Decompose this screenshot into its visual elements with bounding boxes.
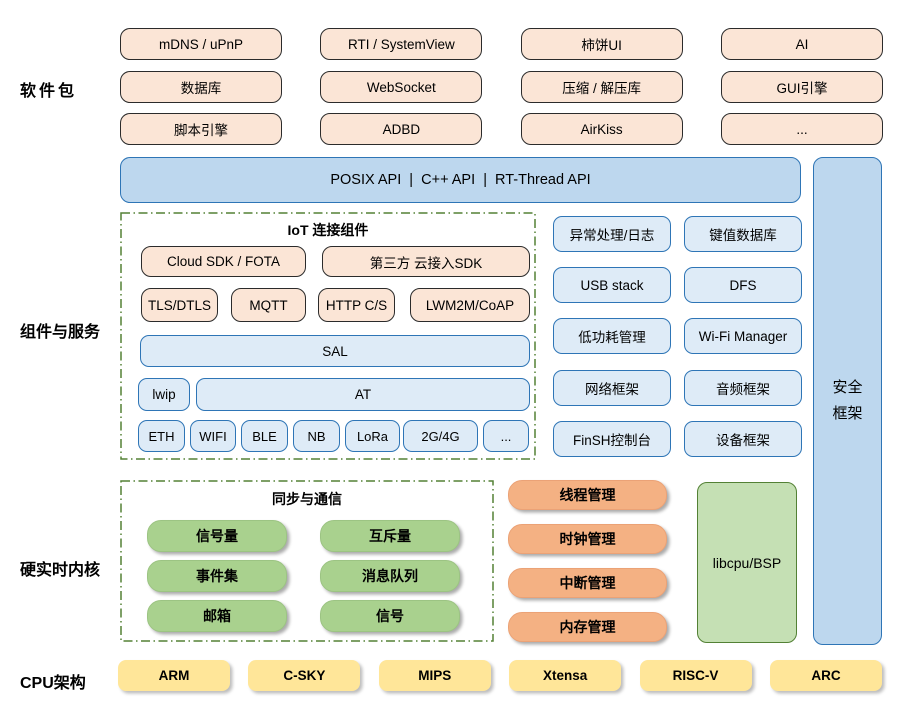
link-box-wifi: WIFI [190,420,236,452]
kernel-box-thread: 线程管理 [508,480,667,510]
service-box: 异常处理/日志 [553,216,671,252]
third-party-cloud-sdk-box: 第三方 云接入SDK [322,246,530,277]
iot-dashed-border [120,212,536,460]
iot-group-title: IoT 连接组件 [287,222,369,238]
link-box-lora: LoRa [345,420,400,452]
link-box-nb: NB [293,420,340,452]
package-box: AirKiss [520,113,683,145]
section-label-packages: 软件包 [20,83,78,100]
cpu-arch-row: ARM C-SKY MIPS Xtensa RISC-V ARC [118,660,882,691]
cloud-sdk-fota-box: Cloud SDK / FOTA [141,246,306,277]
package-box: 柿饼UI [520,28,683,60]
at-box: AT [196,378,530,411]
section-label-kernel: 硬实时内核 [20,562,101,579]
sync-box-semaphore: 信号量 [147,520,287,552]
package-box: GUI引擎 [720,71,883,103]
sync-box-event: 事件集 [147,560,287,592]
link-box-ble: BLE [241,420,288,452]
sync-ipc-group: 同步与通信 信号量 互斥量 事件集 消息队列 邮箱 信号 [120,480,494,642]
kernel-box-memory: 内存管理 [508,612,667,642]
cpu-arch-box-riscv: RISC-V [639,660,752,691]
sync-group-title: 同步与通信 [272,491,342,507]
package-box: 数据库 [120,71,282,103]
service-box: 网络框架 [553,370,671,406]
libcpu-bsp-box: libcpu/BSP [697,482,797,643]
sal-box: SAL [140,335,530,367]
cpu-arch-box-arc: ARC [769,660,882,691]
link-box-eth: ETH [138,420,185,452]
link-box-2g4g: 2G/4G [403,420,478,452]
cpu-arch-box-csky: C-SKY [248,660,361,691]
service-box: 音频框架 [684,370,802,406]
protocol-box-lwm2m: LWM2M/CoAP [410,288,530,322]
packages-row-1: mDNS / uPnP RTI / SystemView 柿饼UI AI [120,28,883,60]
security-framework-line2: 框架 [832,405,863,422]
link-box-more: ... [483,420,529,452]
security-framework-line1: 安全 [832,379,863,396]
kernel-box-clock: 时钟管理 [508,524,667,554]
package-box: 压缩 / 解压库 [520,71,683,103]
package-box: mDNS / uPnP [120,28,282,60]
package-box: WebSocket [320,71,483,103]
packages-row-3: 脚本引擎 ADBD AirKiss ... [120,113,883,145]
service-box: 设备框架 [684,421,802,457]
package-box: ADBD [320,113,483,145]
sync-box-msgqueue: 消息队列 [320,560,460,592]
services-row-4: 网络框架 音频框架 [553,370,802,406]
service-box: DFS [684,267,802,303]
api-bar: POSIX API | C++ API | RT-Thread API [120,157,801,203]
protocol-box-tls: TLS/DTLS [141,288,218,322]
section-label-components: 组件与服务 [20,324,101,341]
package-box: ... [720,113,883,145]
packages-row-2: 数据库 WebSocket 压缩 / 解压库 GUI引擎 [120,71,883,103]
services-row-1: 异常处理/日志 键值数据库 [553,216,802,252]
iot-components-group: IoT 连接组件 Cloud SDK / FOTA 第三方 云接入SDK TLS… [120,212,536,460]
sync-box-signal: 信号 [320,600,460,632]
sync-dashed-border [120,480,494,642]
service-box: 键值数据库 [684,216,802,252]
lwip-box: lwip [138,378,190,411]
service-box: Wi-Fi Manager [684,318,802,354]
sync-box-mailbox: 邮箱 [147,600,287,632]
kernel-box-interrupt: 中断管理 [508,568,667,598]
services-row-2: USB stack DFS [553,267,802,303]
protocol-box-http: HTTP C/S [318,288,395,322]
cpu-arch-box-xtensa: Xtensa [509,660,622,691]
service-box: USB stack [553,267,671,303]
service-box: 低功耗管理 [553,318,671,354]
protocol-box-mqtt: MQTT [231,288,306,322]
section-label-cpu: CPU架构 [20,675,86,692]
sync-box-mutex: 互斥量 [320,520,460,552]
cpu-arch-box-arm: ARM [118,660,230,691]
package-box: AI [720,28,883,60]
service-box: FinSH控制台 [553,421,671,457]
security-framework-box: 安全 框架 [813,157,882,645]
cpu-arch-box-mips: MIPS [378,660,491,691]
services-row-5: FinSH控制台 设备框架 [553,421,802,457]
services-row-3: 低功耗管理 Wi-Fi Manager [553,318,802,354]
package-box: RTI / SystemView [320,28,483,60]
package-box: 脚本引擎 [120,113,282,145]
